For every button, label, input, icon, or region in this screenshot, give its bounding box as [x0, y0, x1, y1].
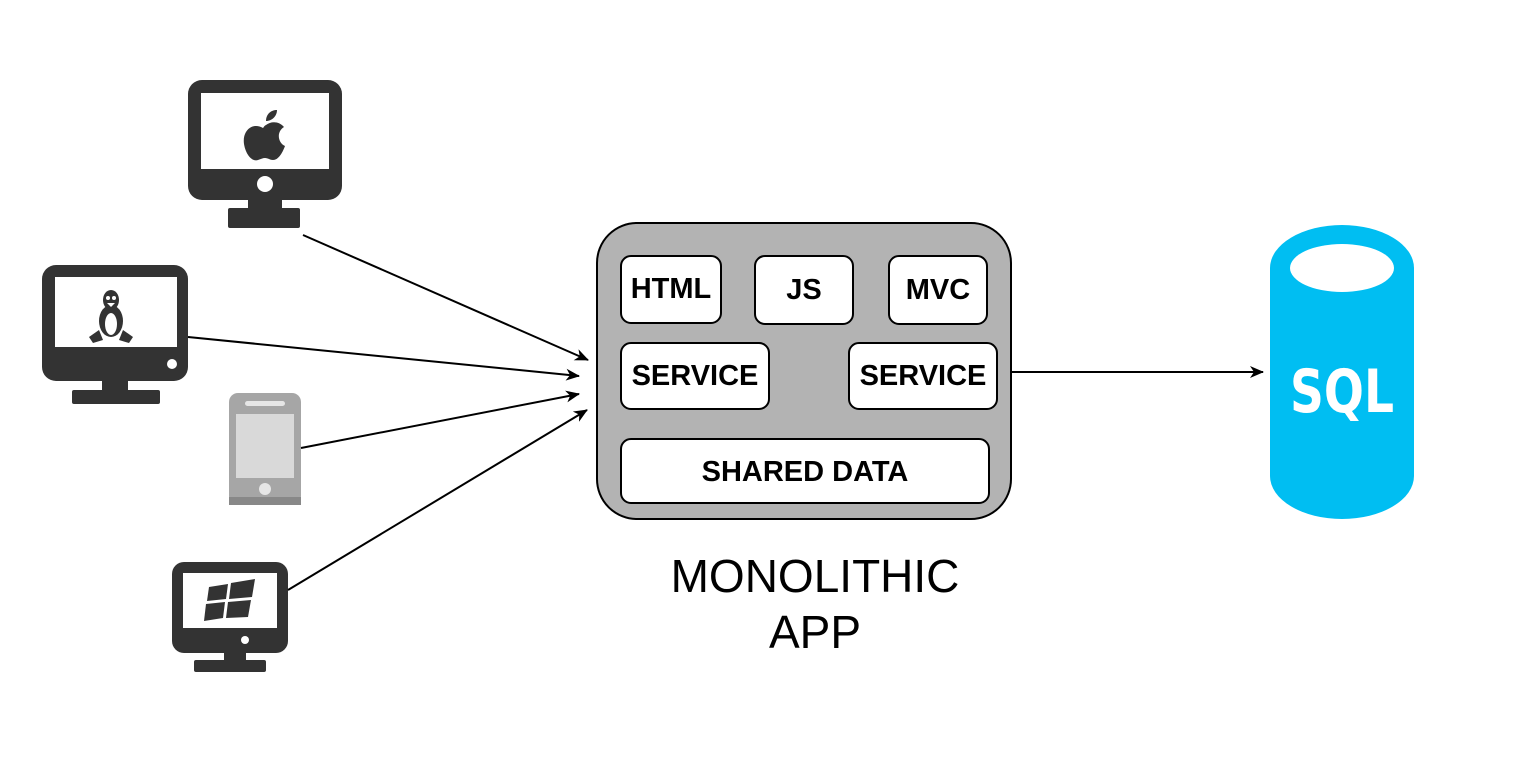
arrow-mobile-to-app	[300, 390, 580, 449]
app-caption-line2: APP	[769, 606, 861, 658]
sql-database-icon: SQL	[1270, 225, 1414, 519]
mvc-module: MVC	[888, 255, 988, 325]
app-caption-line1: MONOLITHIC	[671, 550, 960, 602]
windows-desktop-icon	[172, 562, 288, 672]
database-label: SQL	[1290, 357, 1394, 427]
service-right-label: SERVICE	[860, 360, 987, 392]
monolithic-app-container: HTML JS MVC SERVICE SERVICE SHARED DATA	[596, 222, 1012, 520]
service-module-left: SERVICE	[620, 342, 770, 410]
arrow-linux-to-app	[187, 336, 580, 381]
arrow-windows-to-app	[287, 409, 588, 591]
html-module-label: HTML	[631, 273, 712, 305]
js-module-label: JS	[786, 274, 821, 306]
apple-logo-icon	[243, 110, 285, 161]
linux-desktop-icon	[42, 265, 188, 404]
html-module: HTML	[620, 255, 722, 324]
arrow-apple-to-app	[302, 234, 589, 361]
mvc-module-label: MVC	[906, 274, 971, 306]
js-module: JS	[754, 255, 854, 325]
apple-desktop-icon	[188, 80, 342, 228]
tux-penguin-icon	[89, 290, 133, 343]
shared-data-module: SHARED DATA	[620, 438, 990, 504]
service-module-right: SERVICE	[848, 342, 998, 410]
service-left-label: SERVICE	[632, 360, 759, 392]
mobile-phone-icon	[229, 393, 301, 505]
shared-data-label: SHARED DATA	[702, 456, 909, 488]
windows-logo-icon	[204, 579, 255, 621]
